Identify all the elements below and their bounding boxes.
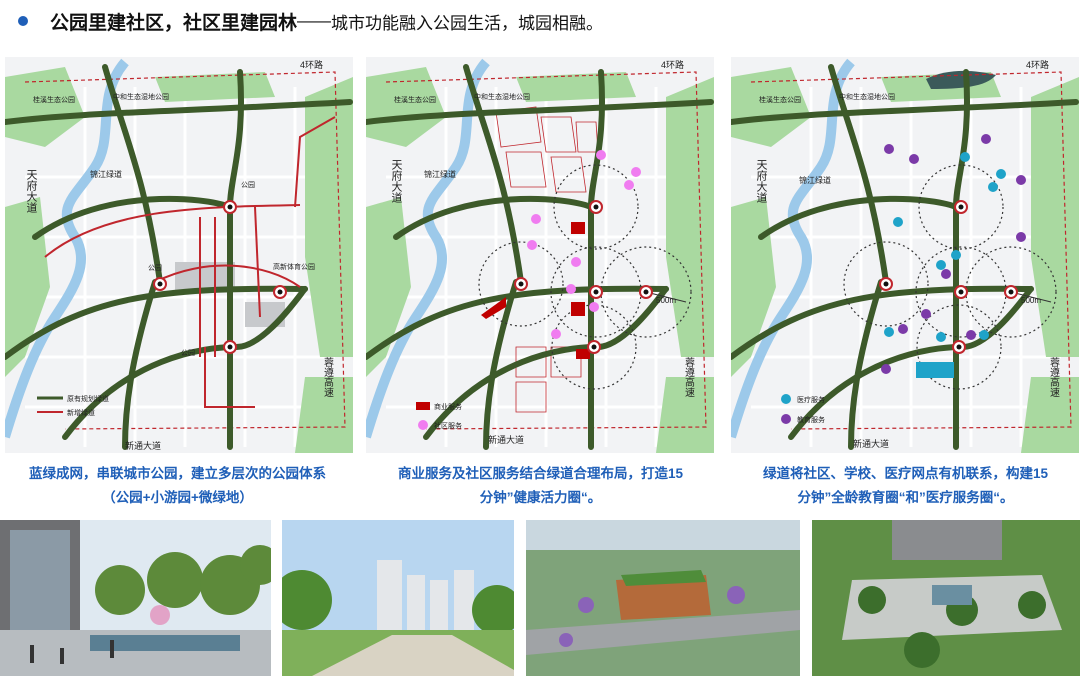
caption-line: 分钟”健康活力圈“。	[479, 490, 602, 505]
jinjiang-greenway-label: 锦江绿道	[424, 169, 456, 179]
legend-new-greenway: 新增绿道	[67, 408, 95, 417]
map-legend: 原有规划绿道 新增绿道	[37, 394, 109, 417]
ring-road-label: 4环路	[661, 59, 684, 70]
radius-label: 500m	[1021, 296, 1041, 305]
wetland-park-label: 中和生态湿地公园	[113, 92, 169, 101]
wetland-park-label: 中和生态湿地公园	[474, 92, 530, 101]
residential-towers-photo	[282, 520, 514, 676]
commercial-service-map: 500m 4环路 中和生态湿地公园 桂溪生态公园 锦江绿道 天府大道 新通大道 …	[366, 57, 714, 453]
ring-road-label: 4环路	[1026, 59, 1049, 70]
legend-community: 社区服务	[434, 421, 462, 430]
park-label: 公园	[181, 349, 195, 357]
legend-existing-greenway: 原有规划绿道	[67, 394, 109, 403]
legend-education: 教育服务	[797, 415, 825, 424]
park-label: 公园	[148, 264, 162, 272]
expressway-label: 蓉遵高速	[683, 356, 695, 397]
page-subtitle: 城市功能融入公园生活，城园相融。	[331, 13, 604, 33]
park-system-map: 4环路 中和生态湿地公园 桂溪生态公园 锦江绿道 天府大道 公园 公园 高新体育…	[5, 57, 353, 453]
tianfu-avenue-label: 天府大道	[755, 159, 768, 203]
page-title: 公园里建社区，社区里建园林	[50, 12, 298, 34]
legend-commercial: 商业服务	[434, 402, 462, 411]
caption-line: 商业服务及社区服务结合绿道合理布局，打造15	[397, 466, 683, 481]
guixi-park-label: 桂溪生态公园	[759, 95, 801, 104]
park-label: 公园	[241, 181, 255, 189]
plaza-photo	[0, 520, 271, 676]
page-header: 公园里建社区，社区里建园林 —— 城市功能融入公园生活，城园相融。	[18, 6, 603, 36]
caption-line: 绿道将社区、学校、医疗网点有机联系，构建15	[762, 466, 1048, 481]
expressway-label: 蓉遵高速	[1048, 356, 1060, 397]
jinjiang-greenway-label: 锦江绿道	[799, 175, 831, 185]
education-medical-map: 500m 4环路 中和生态湿地公园 桂溪生态公园 锦江绿道 天府大道 新通大道 …	[731, 57, 1079, 453]
guixi-park-label: 桂溪生态公园	[33, 95, 75, 104]
jinjiang-greenway-label: 锦江绿道	[90, 169, 122, 179]
expressway-label: 蓉遵高速	[322, 356, 334, 397]
caption-line: （公园+小游园+微绿地）	[102, 490, 253, 505]
caption-park-system: 蓝绿成网，串联城市公园，建立多层次的公园体系 （公园+小游园+微绿地）	[0, 462, 355, 510]
wetland-park-label: 中和生态湿地公园	[839, 92, 895, 101]
map-legend: 医疗服务 教育服务	[781, 394, 825, 424]
legend-medical: 医疗服务	[797, 395, 825, 404]
radius-label: 500m	[656, 296, 676, 305]
garden-aerial-photo	[812, 520, 1080, 676]
guixi-park-label: 桂溪生态公园	[394, 95, 436, 104]
map-legend: 商业服务 社区服务	[416, 402, 462, 430]
tianfu-avenue-label: 天府大道	[390, 159, 403, 203]
title-dash: ——	[297, 11, 332, 30]
tianfu-avenue-label: 天府大道	[25, 169, 38, 213]
caption-line: 分钟”全龄教育圈“和”医疗服务圈“。	[797, 490, 1014, 505]
ring-road-label: 4环路	[300, 59, 323, 70]
caption-line: 蓝绿成网，串联城市公园，建立多层次的公园体系	[29, 466, 326, 481]
aerial-building-photo	[526, 520, 800, 676]
xintong-avenue-label: 新通大道	[488, 434, 524, 445]
bullet-icon	[18, 16, 28, 26]
xintong-avenue-label: 新通大道	[125, 440, 161, 451]
sports-park-label: 高新体育公园	[273, 262, 315, 271]
xintong-avenue-label: 新通大道	[853, 438, 889, 449]
caption-education-circle: 绿道将社区、学校、医疗网点有机联系，构建15 分钟”全龄教育圈“和”医疗服务圈“…	[728, 462, 1080, 510]
caption-vitality-circle: 商业服务及社区服务结合绿道合理布局，打造15 分钟”健康活力圈“。	[363, 462, 718, 510]
